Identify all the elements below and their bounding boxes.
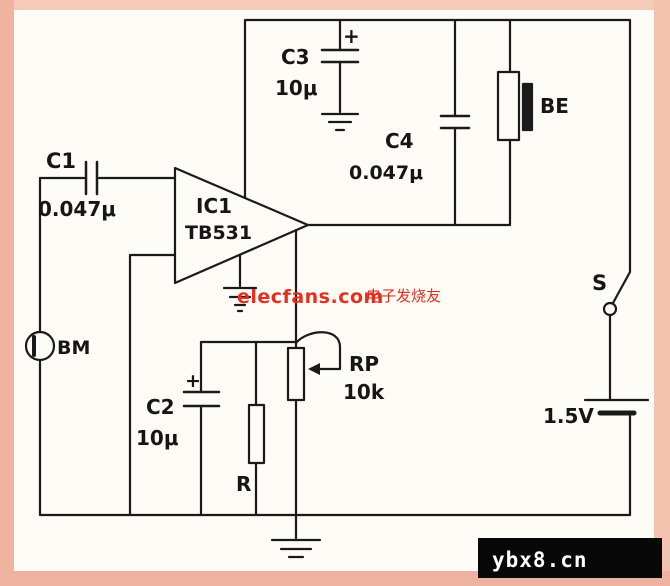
bm-label: BM <box>57 337 90 359</box>
c1-value: 0.047μ <box>38 197 116 221</box>
c3-value: 10μ <box>275 76 318 100</box>
watermark: elecfans.com 电子发烧友 <box>237 286 441 308</box>
c3-polarity: + <box>343 24 360 48</box>
r-label: R <box>236 472 251 496</box>
scan-border-right <box>654 0 670 586</box>
c2-polarity: + <box>185 370 201 392</box>
watermark-site: elecfans.com <box>237 286 384 308</box>
earphone-be-symbol <box>496 70 521 142</box>
capacitor-plates <box>84 48 471 408</box>
footer-box <box>478 538 662 578</box>
battery-label: 1.5V <box>543 404 594 428</box>
ic1-label: IC1 <box>196 194 232 218</box>
ic1-model: TB531 <box>185 222 252 244</box>
circuit-strokes <box>24 18 650 559</box>
rp-value: 10k <box>343 380 385 404</box>
opamp-symbol <box>173 166 310 285</box>
c4-label: C4 <box>385 129 414 153</box>
scan-border-left <box>0 0 14 586</box>
wires <box>38 18 632 540</box>
microphone-bm-symbol <box>24 330 56 362</box>
be-label: BE <box>540 94 569 118</box>
earphone-be-bar <box>521 82 534 132</box>
c1-label: C1 <box>46 149 76 173</box>
c3-label: C3 <box>281 45 310 69</box>
c2-value: 10μ <box>136 426 179 450</box>
watermark-cn-tag: 电子发烧友 <box>366 287 441 305</box>
switch-s-symbol <box>602 301 618 317</box>
c2-label: C2 <box>146 395 175 419</box>
c4-value: 0.047μ <box>349 162 423 184</box>
component-labels: C1 0.047μ IC1 TB531 C3 10μ + C4 0.047μ B… <box>38 24 607 496</box>
paper <box>14 10 654 571</box>
s-label: S <box>592 271 607 295</box>
resistor-r-symbol <box>247 403 266 465</box>
potentiometer-rp-symbol <box>286 346 306 402</box>
wiper-arrowhead <box>308 363 320 375</box>
footer-site-text: ybx8.cn <box>492 548 588 572</box>
rp-label: RP <box>349 352 379 376</box>
footer-credit: ybx8.cn <box>478 538 662 578</box>
potentiometer-wiper <box>294 331 342 371</box>
ground-symbols <box>222 112 360 559</box>
